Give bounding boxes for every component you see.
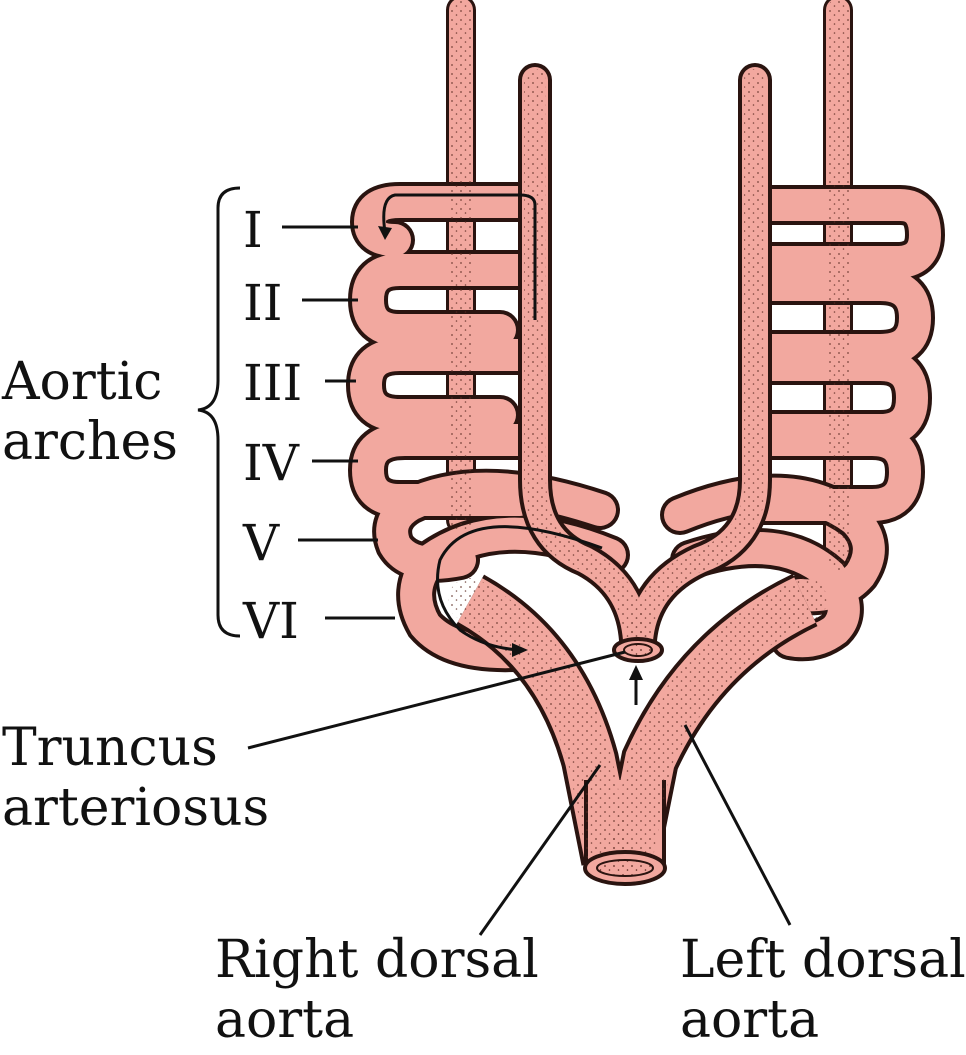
aortic-arches-label-line1: Aortic: [2, 352, 178, 412]
truncus-arteriosus-label: Truncus arteriosus: [2, 718, 269, 838]
arch-label-V: V: [243, 518, 279, 568]
left-dorsal-aorta-label: Left dorsal aorta: [680, 930, 966, 1050]
aortic-arches-label: Aortic arches: [2, 352, 178, 472]
truncus-label-line1: Truncus: [2, 718, 269, 778]
left-dorsal-label-line1: Left dorsal: [680, 930, 966, 990]
arch-label-II: II: [243, 278, 283, 328]
leader-left-dorsal: [685, 725, 790, 925]
right-dorsal-aorta-label: Right dorsal aorta: [215, 930, 539, 1050]
right-dorsal-label-line2: aorta: [215, 990, 539, 1050]
aortic-arches-label-line2: arches: [2, 412, 178, 472]
arch-label-VI: VI: [243, 596, 299, 646]
left-dorsal-label-line2: aorta: [680, 990, 966, 1050]
right-arches: [680, 205, 925, 641]
truncus-label-line2: arteriosus: [2, 778, 269, 838]
arch-label-III: III: [243, 358, 302, 408]
aortic-arches-bracket: [198, 188, 240, 636]
arch-label-IV: IV: [243, 438, 299, 488]
arch-label-I: I: [243, 205, 263, 255]
right-dorsal-label-line1: Right dorsal: [215, 930, 539, 990]
